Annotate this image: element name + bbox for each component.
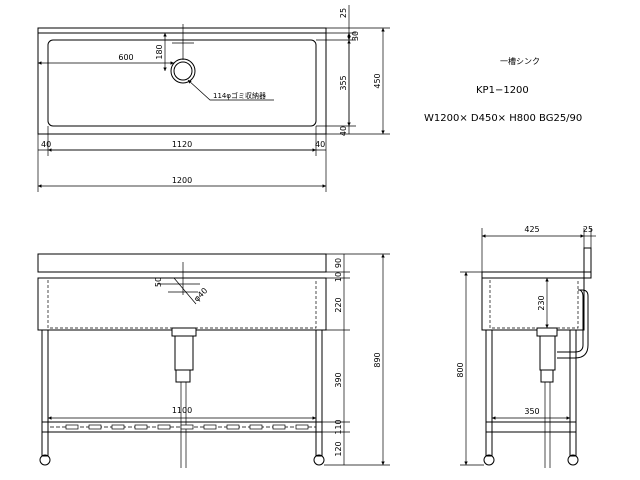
- dim-600: 600: [118, 53, 133, 62]
- side-top-rim: [481, 271, 592, 279]
- dim-425: 425: [524, 225, 539, 234]
- dim-355: 355: [339, 75, 348, 90]
- dim-890: 890: [373, 352, 382, 367]
- drain-label: 114φゴミ収納器: [213, 91, 266, 100]
- dim-230: 230: [537, 295, 546, 310]
- dim-25-side: 25: [583, 225, 593, 234]
- dim-220: 220: [334, 297, 343, 312]
- dim-40-side: 40: [339, 126, 348, 136]
- shelf-slot: [295, 424, 309, 430]
- dim-25-top: 25: [339, 8, 348, 18]
- drain-circle-inner: [173, 61, 193, 81]
- front-view: 50 φ40 1100 90 10 220 390 110 120 890: [37, 253, 390, 468]
- dim-40-left: 40: [41, 140, 51, 149]
- shelf-slot: [88, 424, 102, 430]
- foot-right: [313, 454, 325, 466]
- dim-1200: 1200: [172, 176, 192, 185]
- shelf-slot: [180, 424, 194, 430]
- foot-left: [39, 454, 51, 466]
- side-backguard: [583, 247, 592, 279]
- shelf-slot: [111, 424, 125, 430]
- dim-180: 180: [155, 44, 164, 59]
- shelf-slot: [203, 424, 217, 430]
- shelf-slot: [272, 424, 286, 430]
- dim-350: 350: [524, 407, 539, 416]
- shelf-slot: [249, 424, 263, 430]
- dim-800: 800: [456, 362, 465, 377]
- shelf-slot: [226, 424, 240, 430]
- front-drain-pipe: [174, 335, 194, 371]
- front-shelf: [41, 421, 323, 433]
- basin-outline: [47, 39, 317, 127]
- side-view: 425 25 230 800 350: [456, 225, 596, 468]
- spec-line: W1200× D450× H800 BG25/90: [424, 113, 582, 124]
- dim-90: 90: [334, 258, 343, 268]
- dim-450: 450: [373, 73, 382, 88]
- dim-40-right: 40: [315, 140, 325, 149]
- product-name: 一槽シンク: [500, 56, 540, 66]
- side-shelf: [485, 421, 577, 433]
- model-number: KP1−1200: [476, 85, 529, 96]
- dim-30-top: 30: [351, 31, 360, 41]
- dim-120: 120: [334, 441, 343, 456]
- shelf-slot: [65, 424, 79, 430]
- dim-110: 110: [334, 419, 343, 434]
- dim-1100: 1100: [172, 406, 192, 415]
- front-top-band: [37, 253, 327, 273]
- shelf-slot: [157, 424, 171, 430]
- dim-390: 390: [334, 372, 343, 387]
- dim-10-top: 10: [334, 272, 343, 282]
- side-body: [481, 277, 585, 331]
- dim-phi40: φ40: [192, 286, 209, 303]
- front-drain-head: [171, 327, 197, 337]
- dim-1120: 1120: [172, 140, 192, 149]
- shelf-slot: [134, 424, 148, 430]
- leg-left: [41, 329, 49, 457]
- dim-50-front: 50: [154, 277, 163, 287]
- top-view-outline: [37, 27, 327, 135]
- leg-right: [315, 329, 323, 457]
- drain-circle-outer: [170, 58, 196, 84]
- title-block: 一槽シンク KP1−1200 W1200× D450× H800 BG25/90: [424, 56, 582, 124]
- front-body: [37, 277, 327, 331]
- top-view: 600 180 114φゴミ収納器 40 1120 40 1200 25 30 …: [37, 5, 390, 192]
